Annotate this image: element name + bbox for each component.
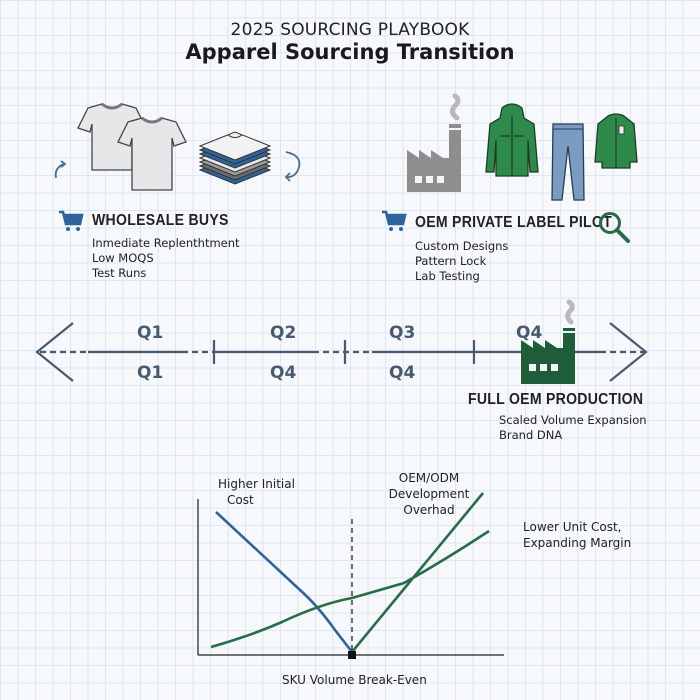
- rotate-arrow-icon: [54, 160, 67, 179]
- wholesale-item: Test Runs: [92, 266, 147, 280]
- wholesale-item: Low MOQS: [92, 251, 154, 265]
- timeline-bottom-label: Q4: [389, 363, 416, 383]
- oem-pilot-list: Custom Designs Pattern Lock Lab Testing: [415, 239, 508, 284]
- oem-pilot-title: OEM PRIVATE LABEL PILOT: [415, 214, 612, 231]
- timeline-left-arrow-icon: [35, 322, 74, 382]
- shopping-cart-icon: [59, 210, 84, 231]
- full-oem-list: Scaled Volume Expansion Brand DNA: [499, 413, 647, 443]
- break-even-point: [348, 651, 356, 659]
- green-zip-jacket-icon: [594, 113, 638, 169]
- full-oem-item: Brand DNA: [499, 428, 563, 442]
- wholesale-list: Inmediate Replenthtment Low MOQS Test Ru…: [92, 236, 240, 281]
- oem-pilot-item: Lab Testing: [415, 269, 480, 283]
- oem-overhead-label: OEM/ODM Development Overhad: [388, 471, 470, 517]
- wholesale-item: Inmediate Replenthtment: [92, 236, 240, 250]
- green-jacket-icon: [485, 103, 539, 177]
- timeline-right-arrow-icon: [609, 322, 648, 382]
- full-oem-title: FULL OEM PRODUCTION: [468, 391, 644, 408]
- timeline-bottom-label: Q4: [270, 363, 297, 383]
- tshirts-illustration: [77, 102, 187, 191]
- playbook-subtitle: 2025 SOURCING PLAYBOOK: [230, 20, 470, 40]
- full-oem-item: Scaled Volume Expansion: [499, 413, 647, 427]
- jeans-icon: [551, 123, 585, 201]
- higher-cost-label: Higher Initial Cost: [218, 477, 295, 507]
- factory-icon: [407, 93, 461, 192]
- oem-pilot-item: Pattern Lock: [415, 254, 487, 268]
- rotate-arrow-icon: [284, 151, 301, 182]
- x-axis-label: SKU Volume Break-Even: [282, 673, 427, 687]
- folded-shirts-stack-icon: [198, 131, 272, 185]
- timeline-top-label: Q1: [137, 323, 164, 343]
- lower-cost-label: Lower Unit Cost, Expanding Margin: [523, 520, 632, 550]
- tshirt-icon: [117, 116, 187, 191]
- wholesale-title: WHOLESALE BUYS: [92, 212, 229, 229]
- shopping-cart-icon: [382, 210, 407, 231]
- timeline-top-label: Q2: [270, 323, 297, 343]
- page-title: Apparel Sourcing Transition: [185, 40, 515, 64]
- wholesale-cost-line: [215, 511, 354, 653]
- magnifier-icon: [599, 212, 630, 243]
- timeline-top-label: Q3: [389, 323, 416, 343]
- oem-unit-cost-line: [210, 529, 490, 649]
- tshirt-icon: [77, 102, 147, 171]
- oem-pilot-item: Custom Designs: [415, 239, 509, 253]
- timeline-bottom-label: Q1: [137, 363, 164, 383]
- timeline-top-label: Q4: [516, 323, 543, 343]
- timeline-axis: [35, 322, 648, 382]
- oem-development-line: [350, 492, 485, 653]
- factory-icon: [521, 299, 575, 384]
